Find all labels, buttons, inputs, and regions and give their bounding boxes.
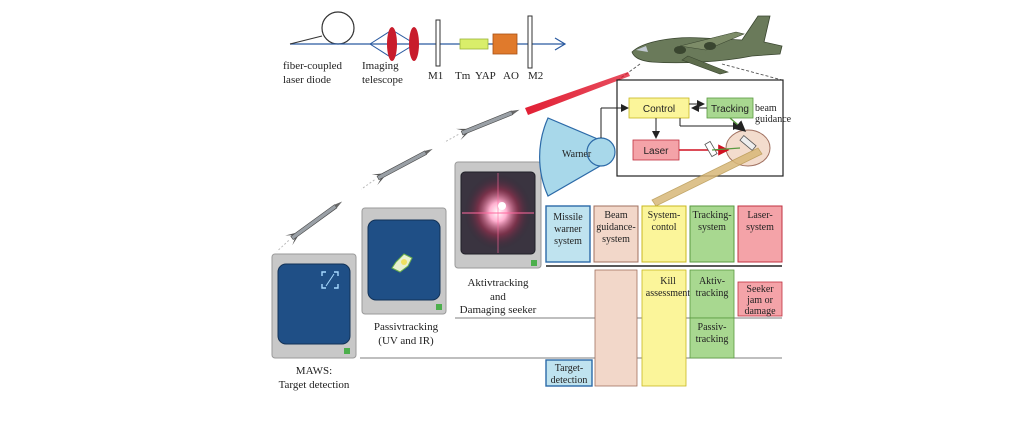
ao-label: AO (503, 70, 519, 82)
mirror-m1 (435, 19, 441, 67)
laser-diode-label: fiber-coupled (283, 60, 343, 72)
svg-text:system: system (602, 234, 630, 245)
kill-assessment-label: Kill (660, 276, 676, 287)
svg-text:Laser-: Laser- (747, 210, 772, 221)
yap-label: YAP (475, 70, 496, 82)
svg-text:jam or: jam or (746, 295, 773, 306)
lens-2-icon (409, 27, 419, 61)
svg-text:system: system (554, 236, 582, 247)
m1-label: M1 (428, 70, 443, 82)
svg-text:tracking: tracking (696, 334, 729, 345)
svg-text:tracking: tracking (696, 288, 729, 299)
svg-text:Missile: Missile (553, 212, 583, 223)
aktiv-monitor (454, 161, 542, 269)
tracking-system-box (689, 205, 735, 263)
target-detection-bar (545, 359, 593, 387)
tm-label: Tm (455, 70, 471, 82)
system-control-box (641, 205, 687, 263)
laser-beam (525, 72, 630, 115)
power-led-icon (531, 260, 537, 266)
laser-system-box (737, 205, 783, 263)
system-row: Missile warner system Beam guidance- sys… (545, 205, 783, 263)
mirror-m2 (527, 15, 533, 69)
telescope-label: Imaging (362, 60, 399, 72)
missile-1-icon (443, 109, 520, 143)
tm-yap-crystal (459, 38, 489, 50)
zoom-line-right (721, 63, 783, 81)
warner-sensor-head (586, 137, 616, 167)
missile-3-icon (276, 201, 343, 252)
maws-monitor (271, 253, 357, 359)
laser-diode-label-2: laser diode (283, 74, 331, 86)
svg-text:warner: warner (554, 224, 582, 235)
svg-text:Seeker: Seeker (746, 284, 774, 295)
missile-warner-box (545, 205, 591, 263)
beam-guidance-label: beam (755, 103, 777, 114)
passiv-label-2: (UV and IR) (378, 335, 434, 347)
svg-text:damage: damage (744, 306, 776, 317)
function-timeline: Kill assessment Aktiv- tracking Passiv- … (545, 269, 783, 387)
seeker-flare-icon (498, 202, 506, 210)
power-led-icon (344, 348, 350, 354)
passiv-monitor (361, 207, 447, 315)
maws-label-2: Target detection (279, 379, 350, 391)
svg-text:Passiv-: Passiv- (698, 322, 727, 333)
target-bracket-icon (321, 271, 339, 289)
svg-text:system: system (698, 222, 726, 233)
aircraft-icon (631, 15, 783, 75)
aktiv-tracking-bar (689, 269, 735, 319)
tracking-node-label: Tracking (711, 104, 749, 115)
power-led-icon (436, 304, 442, 310)
kill-assessment-label-2: assessment (646, 288, 691, 299)
svg-text:system: system (746, 222, 774, 233)
beam-guidance-box (593, 205, 639, 263)
svg-text:detection: detection (551, 375, 588, 386)
passiv-tracking-bar (689, 317, 735, 359)
passiv-label: Passivtracking (374, 321, 439, 333)
fiber-coil-icon (321, 11, 355, 45)
svg-text:Aktiv-: Aktiv- (699, 276, 725, 287)
aktiv-label-2: and (490, 291, 506, 303)
beam-guidance-label-2: guidance (755, 114, 792, 125)
m2-label: M2 (528, 70, 543, 82)
aktiv-label-3: Damaging seeker (460, 304, 537, 316)
missile-2-icon (360, 148, 433, 190)
maws-label: MAWS: (296, 365, 332, 377)
svg-text:guidance-: guidance- (596, 222, 635, 233)
telescope-label-2: telescope (362, 74, 403, 86)
svg-text:Target-: Target- (555, 363, 584, 374)
ao-modulator (492, 33, 518, 55)
svg-text:contol: contol (652, 222, 677, 233)
warner-label: Warner (562, 149, 592, 160)
beam-guidance-bar (594, 269, 638, 387)
aktiv-label: Aktivtracking (467, 277, 529, 289)
control-bar (641, 269, 687, 387)
control-node (628, 97, 690, 119)
svg-text:Beam: Beam (604, 210, 628, 221)
optical-setup: fiber-coupled laser diode Imaging telesc… (283, 11, 567, 86)
svg-text:System-: System- (648, 210, 681, 221)
warner-sensor-fan (539, 117, 601, 197)
svg-text:Tracking-: Tracking- (692, 210, 731, 221)
control-node-label: Control (643, 104, 675, 115)
seeker-jam-bar (737, 281, 783, 317)
tracking-beam (651, 147, 763, 207)
lens-1-icon (387, 27, 397, 61)
laser-node-label: Laser (643, 146, 669, 157)
control-box-frame (616, 79, 784, 177)
